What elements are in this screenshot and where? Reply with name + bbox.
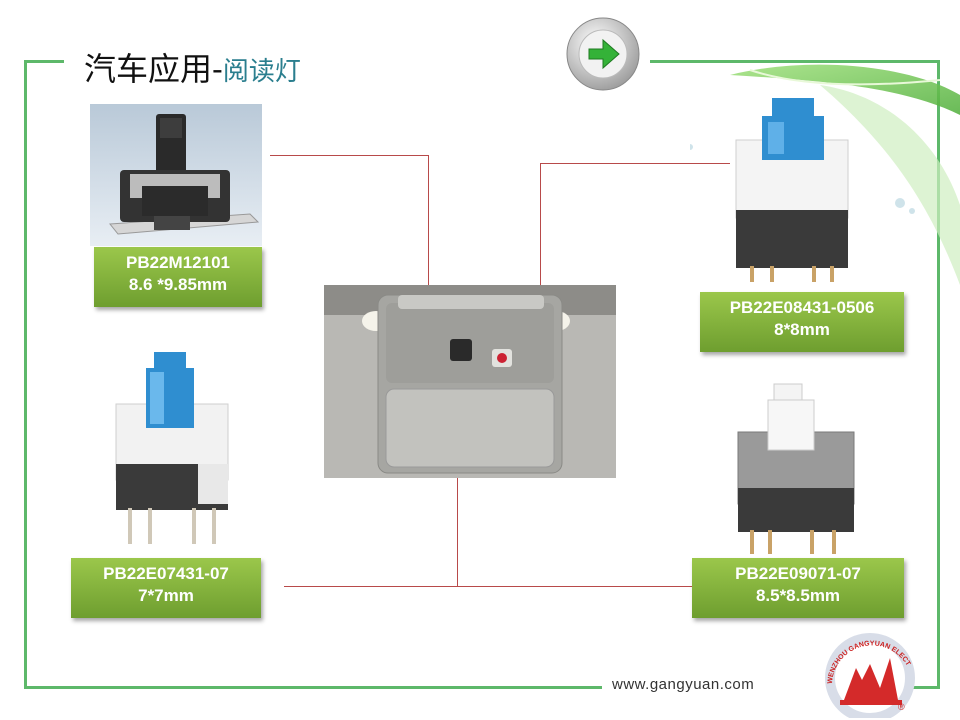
product-photo-pb22e09071 — [737, 383, 855, 554]
label-pb22e09071: PB22E09071-07 8.5*8.5mm — [692, 558, 904, 618]
car-reading-light-photo — [324, 285, 616, 478]
frame-left — [24, 60, 27, 688]
frame-bottom-left — [24, 686, 602, 689]
product-size: 8.6 *9.85mm — [128, 275, 228, 294]
label-pb22m12101: PB22M12101 8.6 *9.85mm — [94, 247, 262, 307]
product-model: PB22E07431-07 — [103, 564, 229, 583]
connector-bottom-h — [284, 586, 692, 587]
connector-topright-h — [540, 163, 730, 164]
product-model: PB22E09071-07 — [735, 564, 861, 583]
leaf-decoration-icon — [690, 64, 960, 285]
label-pb22e08431: PB22E08431-0506 8*8mm — [700, 292, 904, 352]
connector-bottom-v — [457, 478, 458, 586]
product-model: PB22M12101 — [126, 253, 230, 272]
website-url[interactable]: www.gangyuan.com — [612, 676, 755, 693]
product-size: 7*7mm — [138, 586, 194, 605]
product-photo-pb22m12101 — [90, 104, 262, 246]
connector-topright-v — [540, 163, 541, 285]
product-model: PB22E08431-0506 — [729, 298, 875, 317]
next-arrow-icon[interactable] — [565, 16, 641, 92]
frame-top-left — [24, 60, 64, 63]
slide-title: 汽车应用-阅读灯 — [84, 44, 301, 90]
connector-topleft-v — [428, 155, 429, 285]
connector-topleft-h — [270, 155, 428, 156]
company-logo-icon: WENZHOU GANGYUAN ELECTRONICS CO., LTD. — [820, 628, 915, 718]
title-sub: 阅读灯 — [222, 57, 301, 87]
frame-bottom-right — [912, 686, 940, 689]
product-photo-pb22e07431 — [115, 352, 229, 544]
frame-right — [937, 60, 940, 688]
product-size: 8.5*8.5mm — [755, 586, 841, 605]
product-photo-pb22e08431 — [735, 98, 849, 282]
product-size: 8*8mm — [774, 320, 830, 339]
label-pb22e07431: PB22E07431-07 7*7mm — [71, 558, 261, 618]
title-main: 汽车应用- — [84, 50, 223, 88]
logo-registered-mark: ® — [898, 702, 905, 712]
frame-top-right — [650, 60, 940, 63]
